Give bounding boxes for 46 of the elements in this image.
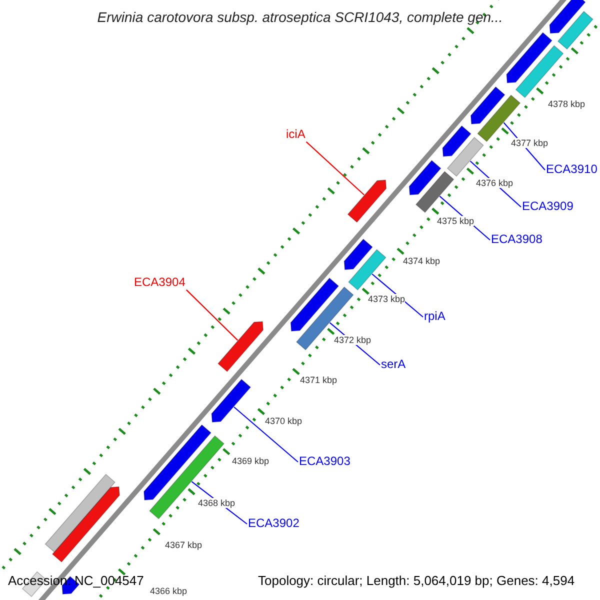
genome-stats-text: Topology: circular; Length: 5,064,019 bp; Genes: 4,594 [258,574,575,589]
scale-label: 4371 kbp [300,375,338,386]
gene-label: ECA3904 [134,276,186,290]
diagram-title: Erwinia carotovora subsp. atroseptica SCRI1043, complete gen... [96,9,504,26]
gene-label: ECA3908 [491,233,542,247]
gene-label: ECA3902 [248,517,300,531]
scale-label: 4369 kbp [232,456,270,466]
scale-label: 4366 kbp [150,586,188,596]
gene-block [52,486,120,563]
gene-block [446,136,484,177]
gene-block [44,474,116,553]
scale-label: 4377 kbp [511,138,548,148]
scale-label: 4367 kbp [165,540,202,550]
scale-label: 4376 kbp [476,178,514,188]
gene-block [415,170,454,213]
gene-block [347,180,387,223]
leader-line [234,406,298,462]
gene-label: serA [381,358,406,372]
gene-block [557,10,594,50]
gene-block [506,32,552,84]
leader-line [306,141,364,196]
gene-block [549,0,586,34]
scale-label: 4378 kbp [548,99,586,110]
scale-label: 4368 kbp [198,498,236,508]
gene-block [296,286,354,350]
gene-block [442,125,472,157]
scale-label: 4372 kbp [334,335,372,346]
gene-block [470,86,506,124]
scale-label: 4375 kbp [437,216,474,226]
scale-label: 4374 kbp [403,256,440,266]
leader-line [186,289,238,341]
scale-label: 4370 kbp [265,416,302,426]
gene-block [348,249,386,290]
gene-label: ECA3910 [546,163,598,177]
gene-block [408,160,442,196]
gene-block [515,45,564,98]
gene-label: ECA3903 [299,455,350,469]
gene-label: rpiA [424,310,446,324]
gene-block [144,424,212,500]
gene-block [344,238,373,270]
gene-label: ECA3909 [522,200,574,214]
gene-block [211,378,252,423]
scale-label: 4373 kbp [368,294,406,304]
gene-block [218,321,264,372]
gene-block [290,278,340,332]
gene-label: iciA [286,128,306,142]
